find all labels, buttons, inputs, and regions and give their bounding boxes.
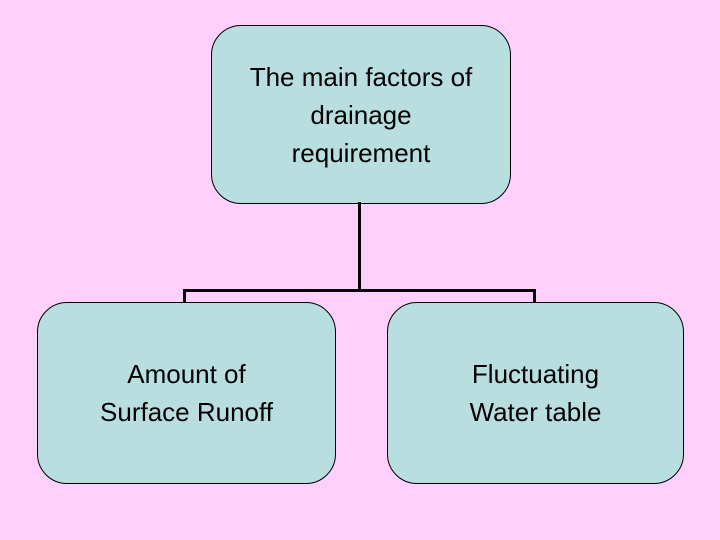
node-main-factors-label-line-2: drainage	[310, 99, 412, 130]
connector-right-stub	[533, 289, 536, 303]
node-surface-runoff-label-line-2: Surface Runoff	[100, 397, 273, 427]
connector-root-vertical	[358, 202, 361, 292]
node-surface-runoff: Amount of Surface Runoff	[37, 302, 336, 484]
node-water-table: Fluctuating Water table	[387, 302, 684, 484]
node-water-table-label-line-2: Water table	[469, 397, 602, 427]
connector-left-stub	[183, 289, 186, 303]
node-main-factors-label-line-1: The main factors of	[249, 61, 473, 92]
node-surface-runoff-label-line-1: Amount of	[127, 359, 246, 389]
connector-branch-horizontal	[183, 289, 536, 292]
node-main-factors: The main factors of drainage requirement	[211, 25, 511, 204]
node-main-factors-label-line-3: requirement	[291, 137, 431, 168]
node-water-table-label-line-1: Fluctuating	[471, 359, 600, 389]
